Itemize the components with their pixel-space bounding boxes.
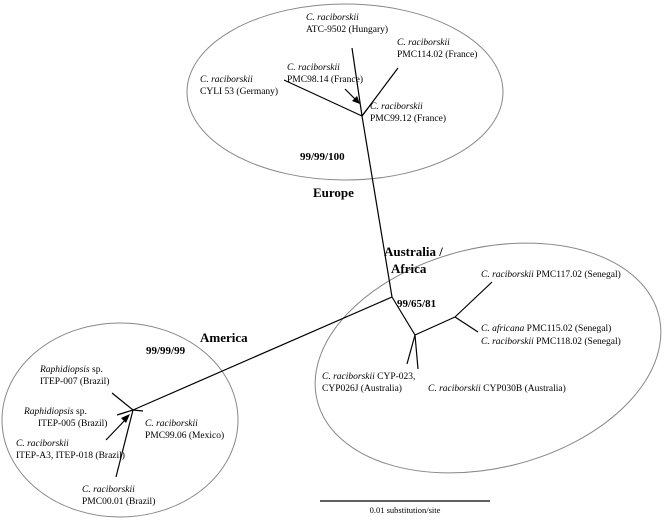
taxon-cyli53-strain: CYLI 53 (Germany) xyxy=(200,86,278,97)
taxon-pmc99-12-strain: PMC99.12 (France) xyxy=(370,113,446,124)
america-ellipse xyxy=(1,322,239,518)
bootstrap-europe: 99/99/100 xyxy=(300,151,345,163)
africa-australia-ellipse xyxy=(314,242,662,474)
taxon-cyp023-line1: C. raciborskii CYP-023, xyxy=(322,372,415,382)
region-label-europe: Europe xyxy=(313,185,354,200)
taxon-pmc114-genus: C. raciborskii xyxy=(397,38,450,48)
branch-itep005 xyxy=(116,409,134,416)
taxon-pmc118: C. raciborskii PMC118.02 (Senegal) xyxy=(481,336,621,347)
taxon-atc9502-strain: ATC-9502 (Hungary) xyxy=(306,24,388,35)
taxon-pmc00-strain: PMC00.01 (Brazil) xyxy=(82,496,155,507)
branch-pmc115 xyxy=(454,316,479,333)
america-stem xyxy=(132,296,393,411)
region-label-america: America xyxy=(200,330,248,345)
taxon-pmc98-genus: C. raciborskii xyxy=(287,63,340,73)
taxon-itepa3-strain: ITEP-A3, ITEP-018 (Brazil) xyxy=(16,450,125,461)
taxon-itep005-strain: ITEP-005 (Brazil) xyxy=(38,418,107,429)
branch-senegal-internal xyxy=(414,316,456,336)
branch-pmc00 xyxy=(115,409,134,478)
taxon-itep007-strain: ITEP-007 (Brazil) xyxy=(40,376,109,387)
arrow-pmc98-head xyxy=(352,96,360,104)
arrow-itepa3-head xyxy=(121,414,130,423)
taxon-itep007-genus: Raphidiopsis sp. xyxy=(39,365,103,375)
taxon-pmc98-strain: PMC98.14 (France) xyxy=(287,74,363,85)
bootstrap-america: 99/99/99 xyxy=(146,345,186,357)
region-label-africa: Africa xyxy=(391,261,427,276)
taxon-pmc00-genus: C. raciborskii xyxy=(82,485,135,495)
branch-pmc99-12 xyxy=(361,107,369,117)
taxon-pmc99-12-genus: C. raciborskii xyxy=(370,102,423,112)
europe-stem xyxy=(361,115,393,298)
taxon-pmc99-06-genus: C. raciborskii xyxy=(145,419,198,429)
taxon-pmc117: C. raciborskii PMC117.02 (Senegal) xyxy=(481,269,621,280)
branch-pmc99-06 xyxy=(132,409,144,412)
branch-africa-internal xyxy=(391,296,416,336)
branch-cyp030b xyxy=(414,334,419,370)
branch-cyli53 xyxy=(283,79,363,117)
taxon-cyp023-line2: CYP026J (Australia) xyxy=(322,383,402,394)
taxon-pmc114-strain: PMC114.02 (France) xyxy=(397,49,477,60)
region-label-australia: Australia / xyxy=(384,244,443,259)
arrow-itepa3-shaft xyxy=(105,417,128,441)
taxon-atc9502-genus: C. raciborskii xyxy=(306,13,359,23)
taxon-cyli53-genus: C. raciborskii xyxy=(200,75,253,85)
bootstrap-africa: 99/65/81 xyxy=(397,298,436,310)
taxon-pmc115: C. africana PMC115.02 (Senegal) xyxy=(481,323,611,334)
taxon-cyp030b: C. raciborskii CYP030B (Australia) xyxy=(428,383,566,394)
branch-cyp023 xyxy=(406,334,416,365)
scale-bar-label: 0.01 substitution/site xyxy=(370,505,441,515)
branch-itep007 xyxy=(111,392,134,411)
taxon-itepa3-genus: C. raciborskii xyxy=(16,439,69,449)
europe-ellipse xyxy=(186,3,504,181)
taxon-itep005-genus: Raphidiopsis sp. xyxy=(23,407,87,417)
taxon-pmc99-06-strain: PMC99.06 (Mexico) xyxy=(145,430,224,441)
branch-atc9502 xyxy=(351,47,363,117)
branch-pmc117 xyxy=(454,281,493,318)
